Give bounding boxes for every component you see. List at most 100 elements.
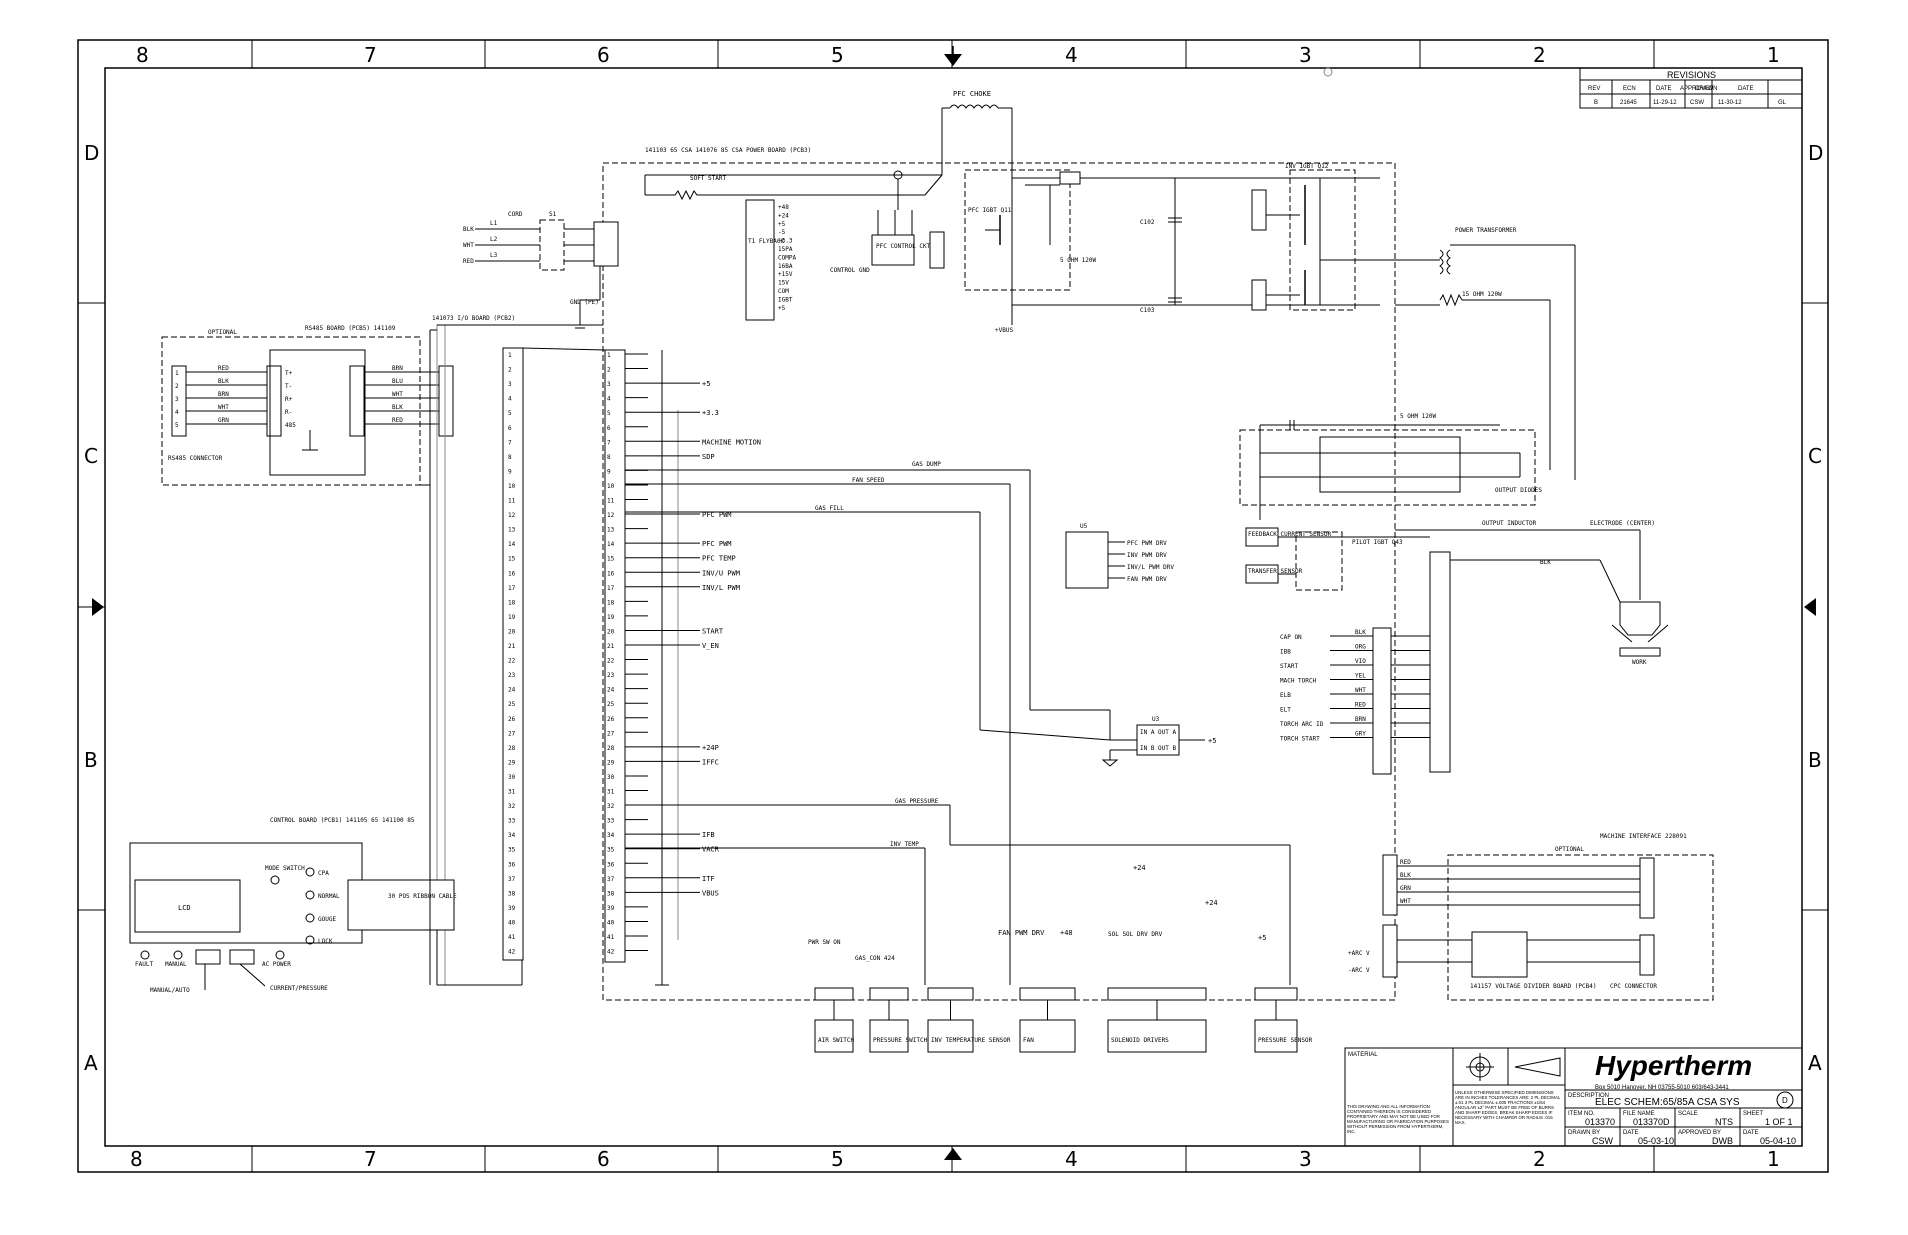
io-pin-left: 39: [508, 905, 516, 912]
u5-pin-label: INV/L PWM DRV: [1127, 564, 1174, 571]
description-label: DESCRIPTION: [1568, 1093, 1609, 1099]
c103-label: C103: [1140, 307, 1155, 314]
u3-pin-b: IN B OUT B: [1140, 745, 1177, 752]
io-pin-right: 21: [607, 643, 615, 650]
io-pin-left: 20: [508, 628, 516, 635]
io-pin-left: 8: [508, 454, 512, 461]
io-signal-label: PFC PWM: [702, 540, 732, 548]
l2-label: L2: [490, 236, 498, 243]
torch-wire-color: BRN: [1355, 716, 1366, 723]
s1-label: S1: [549, 211, 557, 218]
registration-mark-icon: [1323, 67, 1333, 77]
inv-igbt-label: INV IGBT Q12: [1285, 163, 1329, 170]
rs485-option: OPTIONAL RS485 BOARD (PCB5) 141109 RS485…: [161, 325, 454, 486]
torch-wire-color: GRY: [1355, 731, 1366, 738]
u3-pin-a: IN A OUT A: [1140, 729, 1177, 736]
io-pin-right: 39: [607, 905, 615, 912]
u3-label: U3: [1152, 716, 1160, 723]
io-pin-left: 35: [508, 847, 516, 854]
io-pin-right: 11: [607, 498, 615, 505]
io-pin-right: 31: [607, 789, 615, 796]
io-pin-right: 38: [607, 890, 615, 897]
address-text: Box 5010 Hanover, NH 03755-5010 603/643-…: [1595, 1085, 1729, 1091]
control-gnd-label: CONTROL GND: [830, 267, 870, 274]
io-pin-right: 8: [607, 454, 611, 461]
sol-drv-label: SOL SOL DRV DRV: [1108, 931, 1163, 938]
device-connector: [1019, 987, 1076, 1001]
optional-mi-label: OPTIONAL: [1555, 846, 1584, 853]
io-pin-right: 36: [607, 861, 615, 868]
description-text: ELEC SCHEM:65/85A CSA SYS: [1595, 1097, 1740, 1108]
fan-speed-label: FAN SPEED: [852, 477, 885, 484]
torch-wire-color: BLK: [1355, 629, 1366, 636]
zone-row-c-right: C: [1808, 444, 1822, 468]
io-pin-right: 23: [607, 672, 615, 679]
io-pin-right: 42: [607, 949, 615, 956]
power-board-outline: [602, 162, 1396, 1001]
gas-pressure-label: GAS PRESSURE: [895, 798, 939, 805]
control-board: CONTROL BOARD (PCB1) 141105 65 141100 85…: [129, 817, 523, 994]
rs485-connector-label: RS485 CONNECTOR: [168, 455, 223, 462]
center-arrow-left-icon: [92, 598, 104, 616]
io-pin-right: 18: [607, 599, 615, 606]
io-pin-left: 9: [508, 468, 512, 475]
fan-pwm-drv-label: FAN PWM DRV: [998, 929, 1045, 937]
cpc-connector-label: CPC CONNECTOR: [1610, 983, 1657, 990]
io-signal-label: INV/L PWM: [702, 584, 740, 592]
rs485-pin-number: 2: [175, 383, 179, 390]
io-signal-label: PFC PWM: [702, 511, 732, 519]
io-signal-label: IFFC: [702, 758, 719, 766]
io-pin-left: 26: [508, 716, 516, 723]
voltage-divider-label: 141157 VOLTAGE DIVIDER BOARD (PCB4): [1470, 983, 1596, 990]
io-pin-left: 31: [508, 789, 516, 796]
zone-col-6: 6: [597, 43, 610, 67]
zone-col-8-bottom: 8: [130, 1147, 143, 1171]
io-pin-left: 37: [508, 876, 516, 883]
io-pin-right: 13: [607, 527, 615, 534]
zone-row-b-right: B: [1808, 748, 1822, 772]
zone-col-6-bottom: 6: [597, 1147, 610, 1171]
approved-label: APPROVED BY: [1678, 1130, 1721, 1136]
cord-label: CORD: [508, 211, 523, 218]
io-pin-left: 42: [508, 949, 516, 956]
pfc-choke-label: PFC CHOKE: [953, 90, 991, 98]
zone-col-7: 7: [364, 43, 377, 67]
device-label: PRESSURE SENSOR: [1258, 1037, 1313, 1044]
hypertherm-logo: Hypertherm: [1595, 1050, 1752, 1081]
u5-pin-label: FAN PWM DRV: [1127, 576, 1167, 583]
title-block: MATERIAL Hypertherm Box 5010 Hanover, NH…: [1344, 1047, 1803, 1147]
torch-signal-label: MACH TORCH: [1280, 678, 1317, 685]
date2-label: DATE: [1743, 1130, 1759, 1136]
io-pin-right: 12: [607, 512, 615, 519]
io-board-label: 141073 I/O BOARD (PCB2): [432, 315, 515, 322]
io-pin-left: 7: [508, 439, 512, 446]
rs485-wire-color: BLK: [218, 378, 229, 385]
pwr-sw-on-label: PWR SW ON: [808, 939, 841, 946]
zone-col-5: 5: [831, 43, 844, 67]
output-inductor-label: OUTPUT INDUCTOR: [1482, 520, 1537, 527]
optional-label: OPTIONAL: [208, 329, 237, 336]
rs485-j8-pin: 485: [285, 422, 296, 429]
io-pin-right: 34: [607, 832, 615, 839]
rev-value-approved: CSW: [1690, 100, 1704, 106]
torch-signal-label: TORCH START: [1280, 736, 1320, 743]
outer-border: [77, 39, 1829, 1173]
file-name-text: 013370D: [1633, 1117, 1670, 1127]
power-transformer: POWER TRANSFORMER 15 OHM 120W: [1395, 227, 1576, 480]
c102-label: C102: [1140, 219, 1155, 226]
device-box: [869, 1019, 909, 1053]
power-board-label: 141103 65 CSA 141076 85 CSA POWER BOARD …: [645, 147, 811, 154]
rev-value-rev: B: [1594, 100, 1598, 106]
rev-value-drawn: 11-30-12: [1718, 100, 1742, 106]
sheet-text: 1 OF 1: [1765, 1117, 1793, 1127]
io-signal-label: IFB: [702, 831, 715, 839]
zone-col-3-bottom: 3: [1299, 1147, 1312, 1171]
rs485-wire-color: GRN: [218, 417, 229, 424]
device-box: [1019, 1019, 1076, 1053]
io-signal-label: +5: [702, 380, 710, 388]
